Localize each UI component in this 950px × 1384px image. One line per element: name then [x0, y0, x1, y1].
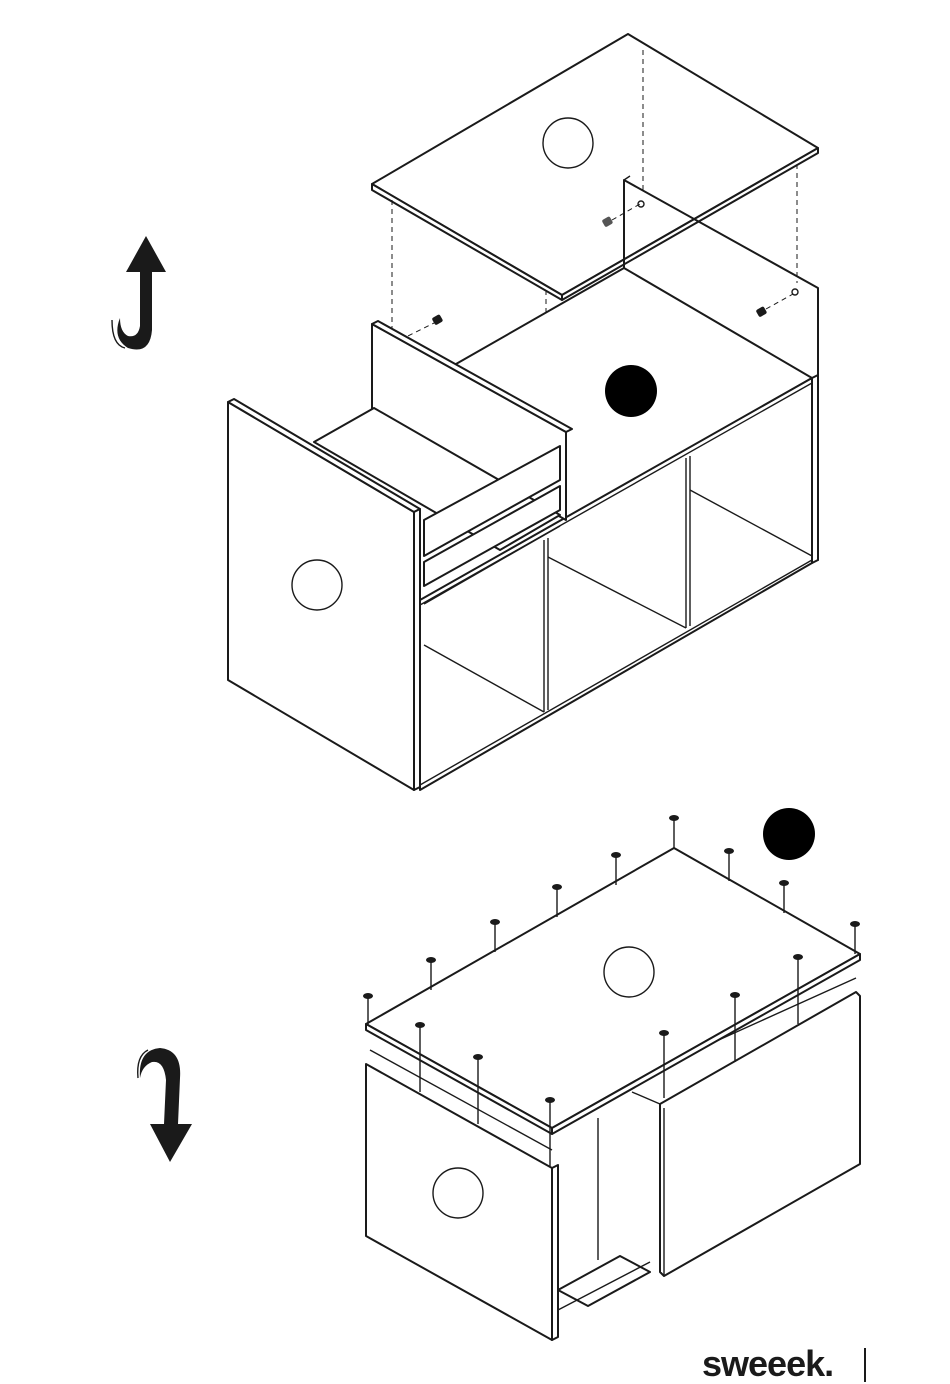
logo-divider — [864, 1348, 866, 1382]
screw — [669, 815, 679, 848]
step-1-illustration — [112, 34, 818, 790]
step-2-illustration — [138, 808, 860, 1340]
flip-down-arrow-icon — [138, 1048, 192, 1162]
screw — [724, 848, 734, 881]
dowel — [756, 306, 768, 317]
flip-up-arrow-icon — [112, 236, 166, 350]
step-marker-dot — [605, 365, 657, 417]
step-marker-dot — [763, 808, 815, 860]
top-panel — [372, 34, 818, 300]
screw — [490, 919, 500, 952]
brand-logo: sweeek. — [702, 1346, 833, 1382]
